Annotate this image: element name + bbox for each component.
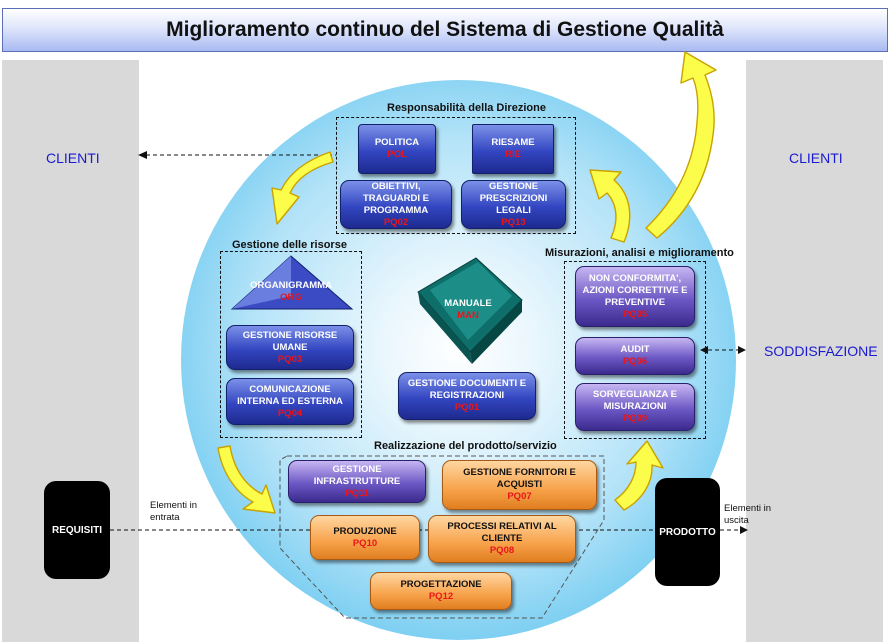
documenti-code: PQ01 [454,402,480,413]
prescrizioni-label: GESTIONE PRESCRIZIONI LEGALI [479,180,548,216]
box-progettazione[interactable]: PROGETTAZIONE PQ12 [370,572,512,610]
manuale-label: MANUALE [444,298,492,309]
risorse-umane-code: PQ03 [277,353,303,365]
group-label-realizzazione: Realizzazione del prodotto/servizio [374,440,557,452]
obiettivi-label: OBIETTIVI, TRAGUARDI E PROGRAMMA [363,180,429,216]
progettazione-code: PQ12 [428,591,454,602]
elementi-uscita-label: Elementi in uscita [724,503,771,526]
elementi-entrata-label: Elementi in entrata [150,500,197,523]
riesame-code: RIE [505,149,521,160]
right-clienti-label: CLIENTI [789,150,843,166]
group-misurazioni [564,261,706,439]
box-obiettivi[interactable]: OBIETTIVI, TRAGUARDI E PROGRAMMA PQ02 [340,180,452,229]
arrow-bottom-right [614,440,664,511]
comunicazione-code: PQ04 [277,407,303,419]
infrastrutture-code: PQ11 [345,487,369,499]
fornitori-code: PQ07 [507,491,532,502]
arrow-exit [645,51,717,239]
produzione-label: PRODUZIONE [333,525,397,537]
arrow-top-left [271,151,334,225]
organigramma-code: ORG [280,292,302,303]
group-label-misurazioni: Misurazioni, analisi e miglioramento [545,247,734,259]
box-documenti[interactable]: GESTIONE DOCUMENTI E REGISTRAZIONI PQ01 [398,372,536,420]
infrastrutture-label: GESTIONE INFRASTRUTTURE [313,463,401,487]
soddisfazione-label: SODDISFAZIONE [764,343,878,359]
box-sorveglianza[interactable]: SORVEGLIANZA E MISURAZIONI PQ09 [575,383,695,431]
cycle-arrows [217,51,717,514]
group-risorse [220,251,362,438]
box-non-conformita[interactable]: NON CONFORMITA', AZIONI CORRETTIVE E PRE… [575,266,695,327]
audit-code: PQ06 [622,356,648,367]
produzione-code: PQ10 [352,537,378,549]
box-risorse-umane[interactable]: GESTIONE RISORSE UMANE PQ03 [226,325,354,370]
box-processi-cliente[interactable]: PROCESSI RELATIVI AL CLIENTE PQ08 [428,515,576,563]
right-panel [746,60,883,642]
group-label-risorse: Gestione delle risorse [232,239,347,251]
arrow-bottom-left [217,445,276,514]
politica-code: POL [387,149,407,160]
risorse-umane-label: GESTIONE RISORSE UMANE [242,329,338,353]
prodotto-block: PRODOTTO [655,478,720,586]
box-riesame[interactable]: RIESAME RIE [472,124,554,174]
box-produzione[interactable]: PRODUZIONE PQ10 [310,515,420,560]
comunicazione-label: COMUNICAZIONE INTERNA ED ESTERNA [237,383,343,407]
organigramma-label: ORGANIGRAMMA [250,280,332,291]
non-conformita-code: PQ05 [622,308,648,320]
group-label-direzione: Responsabilità della Direzione [387,102,546,114]
sorveglianza-label: SORVEGLIANZA E MISURAZIONI [593,389,677,412]
processi-cliente-code: PQ08 [489,545,515,556]
left-clienti-label: CLIENTI [46,150,100,166]
box-manuale[interactable]: MANUALE MAN [438,296,498,324]
riesame-label: RIESAME [491,137,535,148]
arrow-mid-right [589,169,631,243]
audit-label: AUDIT [620,344,650,355]
fornitori-label: GESTIONE FORNITORI E ACQUISTI [463,467,576,490]
progettazione-label: PROGETTAZIONE [400,579,482,590]
box-organigramma[interactable]: ORGANIGRAMMA ORG [236,278,346,306]
box-fornitori[interactable]: GESTIONE FORNITORI E ACQUISTI PQ07 [442,460,597,510]
box-infrastrutture[interactable]: GESTIONE INFRASTRUTTURE PQ11 [288,460,426,503]
box-comunicazione[interactable]: COMUNICAZIONE INTERNA ED ESTERNA PQ04 [226,378,354,425]
documenti-label: GESTIONE DOCUMENTI E REGISTRAZIONI [407,378,527,401]
politica-label: POLITICA [374,137,420,148]
box-politica[interactable]: POLITICA POL [358,124,436,174]
sorveglianza-code: PQ09 [622,413,648,424]
group-direzione [336,117,576,234]
manuale-code: MAN [457,310,479,321]
processi-cliente-label: PROCESSI RELATIVI AL CLIENTE [447,521,557,544]
requisiti-block: REQUISITI [44,481,110,579]
non-conformita-label: NON CONFORMITA', AZIONI CORRETTIVE E PRE… [582,272,688,308]
page-title: Miglioramento continuo del Sistema di Ge… [2,8,888,52]
box-prescrizioni[interactable]: GESTIONE PRESCRIZIONI LEGALI PQ13 [461,180,566,229]
obiettivi-code: PQ02 [383,216,409,228]
box-audit[interactable]: AUDIT PQ06 [575,337,695,375]
prescrizioni-code: PQ13 [501,216,526,228]
